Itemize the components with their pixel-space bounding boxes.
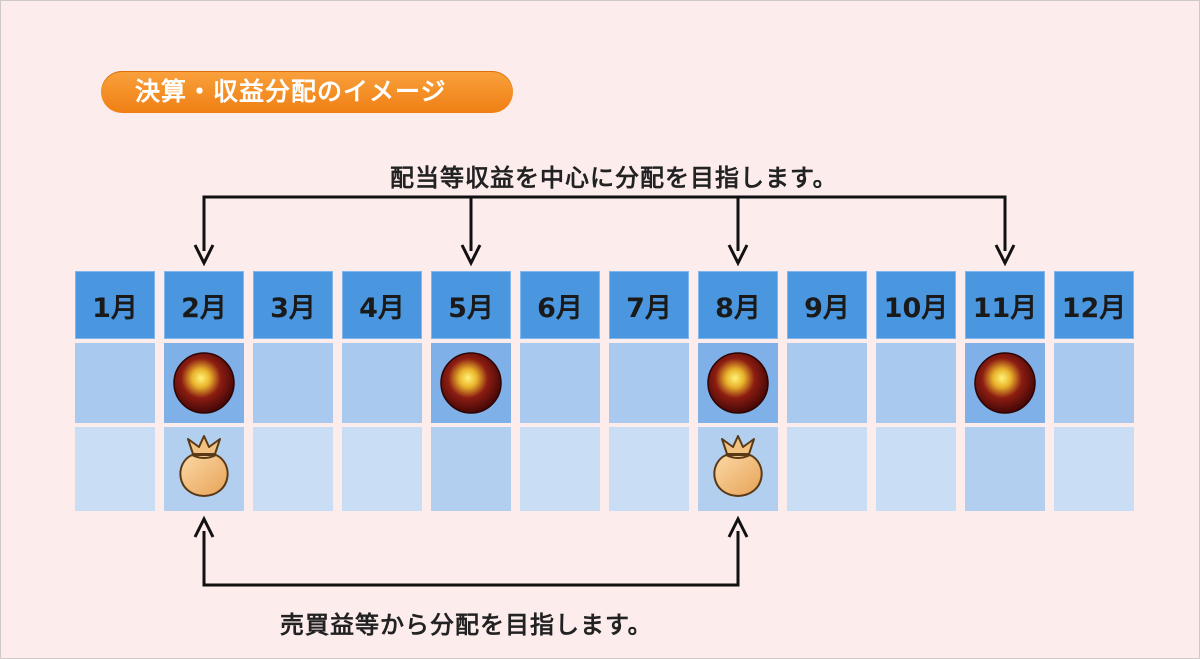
gain-cell <box>253 427 333 511</box>
gain-arrow <box>193 515 749 587</box>
income-arrow-head <box>727 244 749 267</box>
gain-cell <box>520 427 600 511</box>
month-column: 4月 <box>342 271 422 511</box>
income-cell <box>787 343 867 423</box>
income-cell <box>609 343 689 423</box>
gain-cell <box>431 427 511 511</box>
month-label: 11月 <box>965 271 1045 339</box>
gain-cell <box>965 427 1045 511</box>
month-column: 7月 <box>609 271 689 511</box>
gain-cell <box>75 427 155 511</box>
month-column: 6月 <box>520 271 600 511</box>
income-cell <box>253 343 333 423</box>
caption-gain-distribution: 売買益等から分配を目指します。 <box>280 611 653 639</box>
month-column: 9月 <box>787 271 867 511</box>
gain-cell <box>164 427 244 511</box>
month-column: 11月 <box>965 271 1045 511</box>
month-column: 1月 <box>75 271 155 511</box>
month-label: 10月 <box>876 271 956 339</box>
gain-arrow-head <box>727 515 749 538</box>
gain-cell <box>876 427 956 511</box>
month-calendar: 1月 2月 3月 4月 5月 6月 7月 <box>75 271 1137 511</box>
month-column: 2月 <box>164 271 244 511</box>
income-cell <box>520 343 600 423</box>
month-label: 12月 <box>1054 271 1134 339</box>
gain-arrow-head <box>193 515 215 538</box>
month-label: 2月 <box>164 271 244 339</box>
income-arrow-head <box>994 244 1016 267</box>
month-label: 1月 <box>75 271 155 339</box>
month-label: 6月 <box>520 271 600 339</box>
title-badge: 決算・収益分配のイメージ <box>101 71 513 113</box>
gain-cell <box>609 427 689 511</box>
gain-cell <box>342 427 422 511</box>
month-column: 10月 <box>876 271 956 511</box>
month-label: 3月 <box>253 271 333 339</box>
gain-cell <box>1054 427 1134 511</box>
income-arrow-head <box>193 244 215 267</box>
month-label: 4月 <box>342 271 422 339</box>
month-column: 8月 <box>698 271 778 511</box>
income-arrow <box>193 195 1016 267</box>
gain-cell <box>698 427 778 511</box>
gain-cell <box>787 427 867 511</box>
income-cell <box>431 343 511 423</box>
month-label: 9月 <box>787 271 867 339</box>
month-label: 7月 <box>609 271 689 339</box>
income-arrow-head <box>460 244 482 267</box>
month-label: 8月 <box>698 271 778 339</box>
income-cell <box>164 343 244 423</box>
month-column: 5月 <box>431 271 511 511</box>
income-cell <box>698 343 778 423</box>
income-cell <box>876 343 956 423</box>
month-label: 5月 <box>431 271 511 339</box>
income-cell <box>75 343 155 423</box>
income-cell <box>1054 343 1134 423</box>
month-column: 3月 <box>253 271 333 511</box>
caption-income-distribution: 配当等収益を中心に分配を目指します。 <box>390 164 838 192</box>
income-cell <box>965 343 1045 423</box>
income-cell <box>342 343 422 423</box>
month-column: 12月 <box>1054 271 1134 511</box>
